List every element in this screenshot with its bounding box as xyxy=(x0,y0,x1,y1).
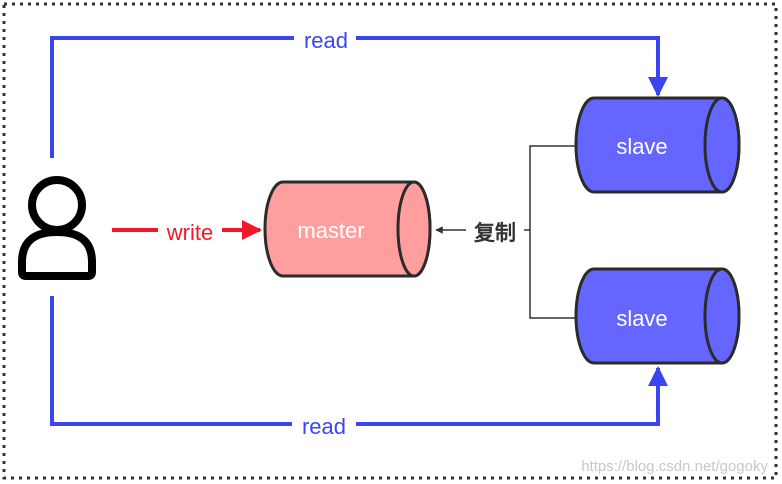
slave-top-label: slave xyxy=(616,134,667,159)
slave-bottom-label: slave xyxy=(616,306,667,331)
read-bottom-connector xyxy=(50,296,668,426)
user-icon xyxy=(18,176,96,280)
replicate-label: 复制 xyxy=(473,221,516,245)
read-bottom-label: read xyxy=(302,414,346,439)
watermark: https://blog.csdn.net/gogoky xyxy=(581,458,768,475)
replicate-bracket xyxy=(529,145,576,319)
read-top-label: read xyxy=(304,28,348,53)
master-node xyxy=(263,180,432,278)
master-label: master xyxy=(297,218,364,243)
read-top-connector xyxy=(50,36,668,158)
read-top-label-bg xyxy=(294,26,356,52)
slave-top-node xyxy=(574,96,741,194)
read-bottom-label-bg xyxy=(292,412,356,438)
write-label: write xyxy=(166,220,213,245)
replicate-label-bg xyxy=(466,216,524,246)
slave-bottom-node xyxy=(574,267,741,365)
